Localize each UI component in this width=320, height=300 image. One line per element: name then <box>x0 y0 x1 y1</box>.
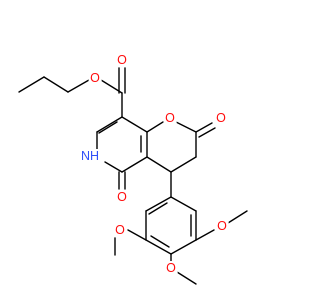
label-backdrop <box>215 219 229 233</box>
oxygen-label: O <box>166 261 176 275</box>
label-backdrop <box>115 53 129 67</box>
label-backdrop <box>88 71 102 85</box>
atom-methoxy-bottom-o: O <box>164 261 178 275</box>
molecule-structure: O O O O NH O O O O <box>18 53 248 285</box>
atom-methoxy-left-o: O <box>113 223 127 237</box>
atom-methoxy-right-o: O <box>215 219 229 233</box>
atom-ring-o: O <box>163 111 177 125</box>
label-backdrop <box>214 111 228 125</box>
bond-c8-c7-inner <box>98 121 118 134</box>
atom-ester-carbonyl-o: O <box>115 53 129 67</box>
bond-c3-c4 <box>170 156 197 173</box>
bond-c2-o-double-a <box>195 122 213 133</box>
oxygen-label: O <box>216 111 226 125</box>
atom-amide-carbonyl-o: O <box>115 190 129 204</box>
oxygen-label: O <box>165 111 175 125</box>
bond-c2-o-double-b <box>198 127 216 138</box>
atom-label-layer: O O O O NH O O O O <box>79 53 229 275</box>
oxygen-label: O <box>115 223 125 237</box>
nitrogen-label: NH <box>81 149 99 163</box>
label-backdrop <box>79 149 101 163</box>
label-backdrop <box>163 111 177 125</box>
atom-ester-ether-o: O <box>88 71 102 85</box>
bond-ar1-ar2 <box>145 196 172 212</box>
bond-c8a-c8 <box>121 116 148 133</box>
bond-c8a-o1 <box>146 121 164 133</box>
label-backdrop <box>113 223 127 237</box>
bond-o1-c2 <box>175 121 197 133</box>
oxygen-label: O <box>90 71 100 85</box>
bond-c8-c7 <box>96 116 123 133</box>
bond-ethyl-ch2 <box>43 76 69 93</box>
label-backdrop <box>115 190 129 204</box>
bond-ar3-o-left <box>127 229 147 241</box>
oxygen-label: O <box>117 190 127 204</box>
bond-ar5-o-right <box>195 229 215 241</box>
bond-ethyl-ch3 <box>18 76 45 93</box>
bond-ar6-ar1 <box>170 196 197 212</box>
atom-lactone-carbonyl-o: O <box>214 111 228 125</box>
bond-ch2-o <box>67 79 90 93</box>
bond-c4-c4a <box>146 156 172 173</box>
bond-ar1-ar2-inner <box>148 202 168 215</box>
bond-ar3-ar4 <box>145 239 172 255</box>
bond-n6-c5 <box>104 161 123 173</box>
bond-o-bottom-ch3 <box>176 271 197 285</box>
bond-layer <box>18 67 248 285</box>
bond-c5-c4a <box>121 156 148 173</box>
oxygen-label: O <box>217 219 227 233</box>
bond-ar4-ar5 <box>170 239 197 255</box>
atom-amide-nh: NH <box>79 149 101 163</box>
bond-o-right-ch3 <box>227 210 248 224</box>
label-backdrop <box>164 261 178 275</box>
bond-ar3-ar4-inner <box>150 235 170 248</box>
oxygen-label: O <box>117 53 127 67</box>
